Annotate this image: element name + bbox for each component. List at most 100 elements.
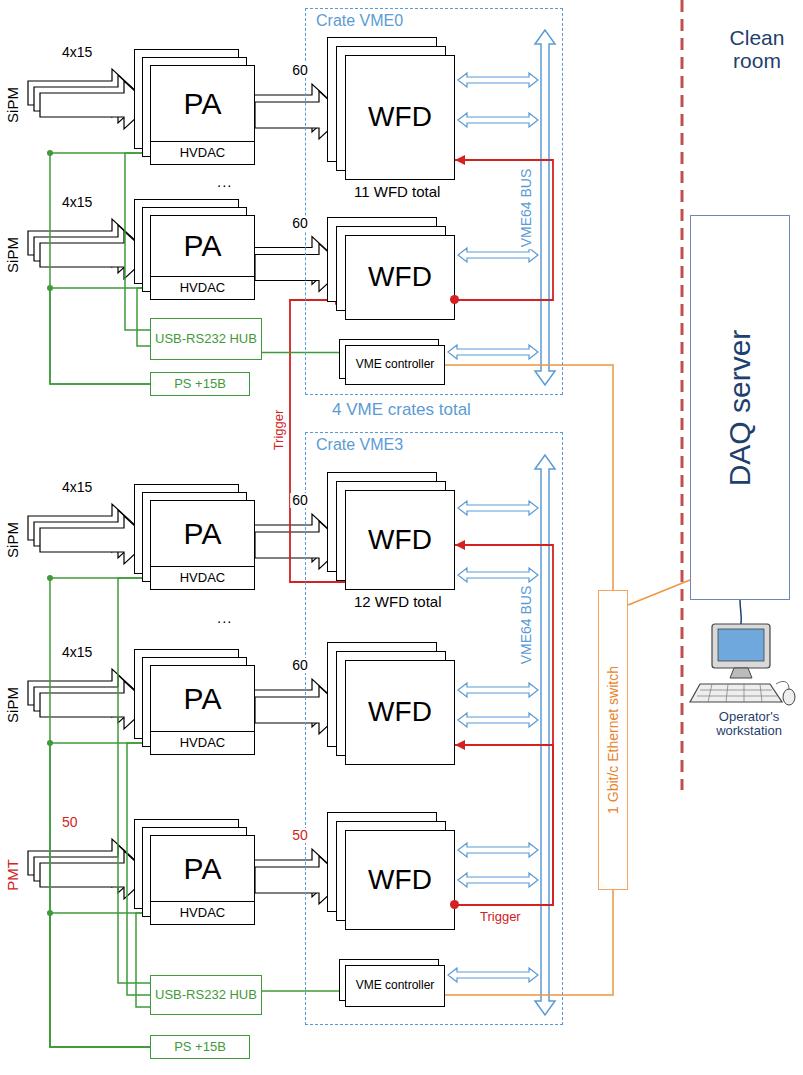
bus-label: VME64 BUS	[519, 584, 534, 667]
detector-label: PMT	[5, 857, 22, 893]
detector-label: SiPM	[5, 685, 22, 725]
wire-path	[50, 913, 150, 1047]
wire-path	[445, 365, 613, 590]
trigger-dot	[450, 295, 459, 304]
arrowhead	[455, 540, 465, 550]
channel-count: 50	[60, 815, 80, 830]
wfd-module: WFD	[345, 55, 455, 180]
hvdac-board: HVDAC	[150, 141, 255, 165]
hub-name: USB-RS232 HUB	[155, 332, 257, 347]
channel-count: 4x15	[60, 195, 94, 210]
signal-arrow	[248, 849, 345, 904]
control-wire	[137, 288, 150, 346]
wire-path	[262, 352, 345, 354]
module-count: 11 WFD total	[352, 184, 442, 201]
wire-path	[127, 743, 150, 995]
channel-count: 60	[290, 63, 310, 78]
channel-input-arrow	[40, 231, 150, 279]
wire-path	[455, 160, 553, 300]
bus-link-arrow	[458, 843, 538, 857]
bus-link-arrow	[458, 501, 538, 515]
control-wire	[136, 913, 150, 1007]
channel-count: 4x15	[60, 45, 94, 60]
ellipsis: ...	[215, 610, 235, 627]
preamp-box: PA HVDAC	[150, 215, 255, 300]
module-name: WFD	[368, 101, 432, 133]
power-supply: PS +15B	[150, 372, 250, 396]
wire-path	[137, 288, 150, 346]
trigger-dot	[450, 900, 459, 909]
channel-count: 4x15	[60, 480, 94, 495]
workstation-label: Operator's workstation	[697, 710, 801, 739]
control-wire	[127, 743, 150, 995]
wire-path	[50, 743, 150, 1047]
trigger-line	[455, 740, 553, 905]
bus-link-arrow	[458, 683, 538, 697]
wire-path	[445, 890, 613, 995]
monitor-stand	[730, 668, 752, 678]
crate-count: 4 VME crates total	[330, 401, 473, 420]
preamp-box: PAHVDAC	[150, 665, 255, 755]
supply-name: PS +15B	[174, 377, 226, 392]
control-wire	[47, 575, 150, 1047]
channel-count: 4x15	[60, 645, 94, 660]
board-name: HVDAC	[180, 571, 226, 586]
keyboard-keys	[697, 684, 777, 702]
daq-server: DAQ server	[690, 215, 790, 600]
signal-arrow	[248, 84, 345, 139]
board-name: HVDAC	[180, 146, 226, 161]
hub-name: USB-RS232 HUB	[155, 988, 257, 1003]
arrowhead	[335, 295, 345, 305]
workstation-icon	[690, 624, 795, 705]
preamp-name: PA	[184, 517, 222, 552]
wire-path	[455, 545, 553, 905]
ethernet-cable	[445, 890, 613, 995]
vme-bus-arrow	[535, 455, 555, 1015]
wire-path	[455, 745, 553, 905]
ethernet-switch: 1 Gbit/c Ethernet switch	[598, 590, 628, 890]
wfd-module: WFD	[345, 235, 455, 320]
wfd-module: WFD	[345, 490, 455, 590]
wfd-module: WFD	[345, 660, 455, 765]
hvdac-board: HVDAC	[150, 901, 255, 925]
control-wire	[118, 578, 150, 983]
wire-path	[50, 153, 150, 384]
signal-arrow	[248, 514, 345, 569]
monitor	[712, 624, 770, 668]
keyboard	[690, 684, 782, 702]
preamp-box: PA HVDAC	[150, 500, 255, 590]
bus-link-arrow	[448, 345, 538, 359]
server-name: DAQ server	[723, 329, 758, 486]
vme-controller: VME controller	[345, 965, 445, 1007]
ethernet-cable	[445, 365, 613, 590]
preamp-name: PA	[184, 229, 222, 264]
board-name: HVDAC	[180, 281, 226, 296]
preamp-box: PA HVDAC	[150, 835, 255, 925]
board-name: HVDAC	[180, 736, 226, 751]
channel-count: 50	[290, 828, 310, 843]
channel-input-arrow	[40, 81, 150, 129]
channel-input-arrow	[40, 851, 150, 899]
bus-link-arrow	[448, 968, 538, 982]
clean-room-boundary	[681, 0, 684, 790]
bus-label: VME64 BUS	[519, 167, 534, 250]
junction-dot	[47, 740, 53, 746]
junction-dot	[47, 575, 53, 581]
module-name: WFD	[368, 864, 432, 896]
control-wire	[47, 150, 150, 384]
arrowhead	[455, 740, 465, 750]
controller-name: VME controller	[356, 979, 435, 993]
vme-bus-arrow	[535, 30, 555, 385]
crate-title: Crate VME3	[316, 436, 403, 454]
arrow-body	[255, 686, 345, 734]
control-wire	[47, 910, 150, 1047]
room-label: Clean room	[712, 26, 802, 72]
module-name: WFD	[368, 524, 432, 556]
junction-dot	[47, 910, 53, 916]
usb-hub: USB-RS232 HUB	[150, 318, 262, 360]
hvdac-board: HVDAC	[150, 276, 255, 300]
usb-hub: USB-RS232 HUB	[150, 975, 262, 1015]
crate-title: Crate VME0	[316, 12, 403, 30]
bus-link-arrow	[458, 568, 538, 582]
preamp-name: PA	[184, 852, 222, 887]
